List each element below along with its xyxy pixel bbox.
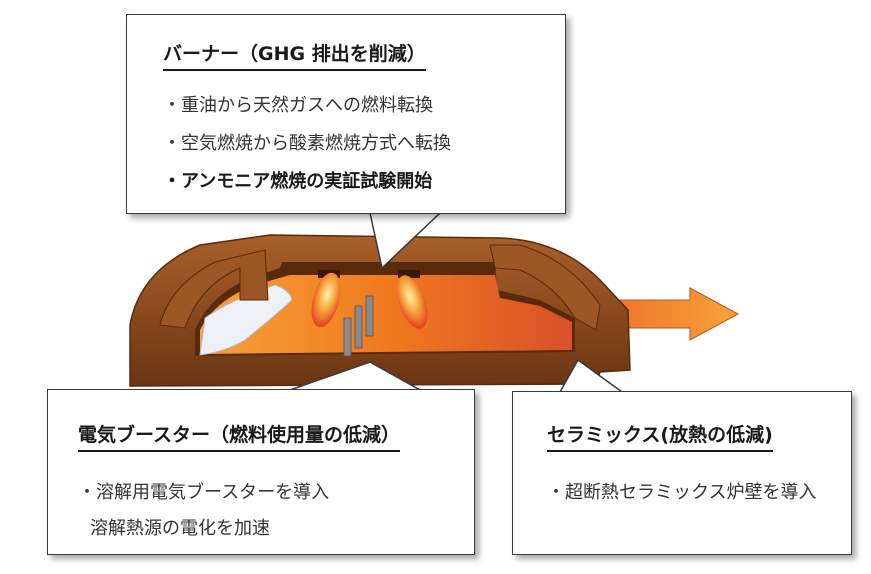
callout-pointers: [289, 212, 625, 393]
ceramics-callout: セラミックス(放熱の低減) ・超断熱セラミックス炉壁を導入: [512, 391, 852, 555]
ceramics-item-1: ・超断熱セラミックス炉壁を導入: [547, 482, 817, 503]
booster-title: 電気ブースター（燃料使用量の低減）: [78, 420, 401, 452]
burner-title: バーナー（GHG 排出を削減）: [163, 39, 426, 71]
burner-item-1: ・重油から天然ガスへの燃料転換: [163, 95, 433, 116]
furnace-body: [129, 234, 631, 387]
ceramics-title: セラミックス(放熱の低減): [547, 420, 773, 452]
booster-item-1: ・溶解用電気ブースターを導入: [78, 482, 330, 503]
burner-callout: バーナー（GHG 排出を削減） ・重油から天然ガスへの燃料転換 ・空気燃焼から酸…: [126, 14, 566, 214]
booster-item-2: 溶解熱源の電化を加速: [90, 518, 270, 539]
burner-item-3: ・アンモニア燃焼の実証試験開始: [163, 171, 433, 192]
burner-item-2: ・空気燃焼から酸素燃焼方式へ転換: [163, 133, 451, 154]
booster-callout: 電気ブースター（燃料使用量の低減） ・溶解用電気ブースターを導入 溶解熱源の電化…: [47, 389, 475, 555]
burner-flames: [311, 270, 428, 329]
